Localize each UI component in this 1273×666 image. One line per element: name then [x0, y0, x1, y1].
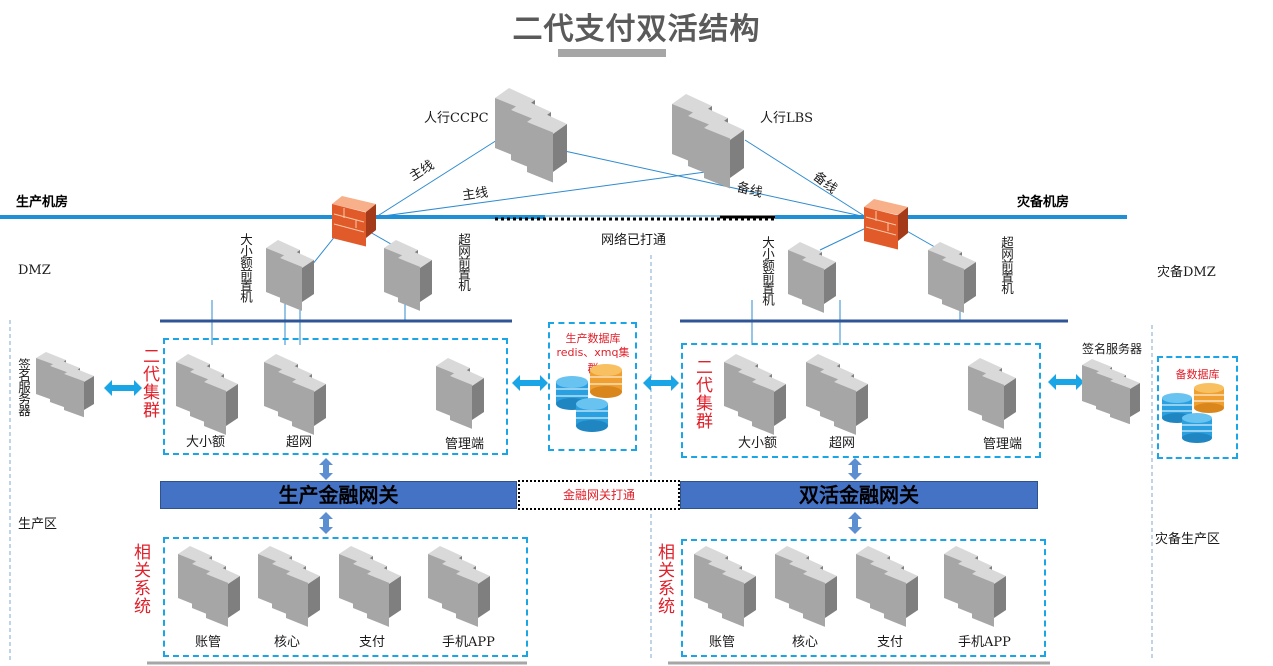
backup-zone-label: 灾备生产区: [1155, 532, 1221, 547]
core-server-icon: [258, 546, 320, 627]
front-super-server-icon: [384, 240, 432, 311]
backup-cluster-admin-server-icon: [968, 358, 1016, 429]
mobile-app-server-icon: [428, 546, 490, 627]
backup-sign-server-icon: [1082, 359, 1140, 425]
backup-front-super-server-icon: [928, 242, 976, 313]
backup-dmz-label: 灾备DMZ: [1157, 265, 1216, 280]
page-title: 二代支付双活结构: [512, 12, 761, 47]
backup-sign-server-label: 签名服务器: [1082, 342, 1143, 356]
backup-cluster-small-server-icon: [724, 354, 786, 435]
front-super-label: 超网前置机: [456, 233, 471, 291]
backup-account-server-icon: [694, 546, 756, 627]
gateway-link-label: 金融网关打通: [518, 480, 680, 510]
double-arrow-icon: [1048, 374, 1084, 390]
production-cluster-label: 二代集群: [139, 347, 159, 419]
related-item-label: 手机APP: [442, 635, 495, 650]
backup-related-item-label: 账管: [709, 635, 736, 650]
backup-gateway: 双活金融网关: [680, 481, 1038, 509]
lbs-server-icon: [672, 94, 744, 189]
backup-firewall-icon: [864, 199, 908, 250]
title-underline: [558, 49, 666, 57]
backup-front-small-server-icon: [788, 242, 836, 313]
double-arrow-icon: [512, 375, 548, 391]
front-small-label: 大小额前置机: [238, 233, 253, 302]
production-cluster-box: [163, 338, 508, 455]
production-firewall-icon: [332, 196, 376, 247]
backup-room-label: 灾备机房: [1017, 195, 1070, 210]
related-systems-label: 相关系统: [130, 543, 150, 615]
production-gateway: 生产金融网关: [160, 481, 517, 509]
cluster-item-label: 管理端: [445, 437, 485, 452]
cluster-item-label: 大小额: [186, 435, 226, 450]
related-item-label: 账管: [195, 635, 222, 650]
backup-cluster-item-label: 大小额: [738, 436, 778, 451]
backup-related-systems-box: [681, 539, 1046, 657]
backup-db-box: [1157, 356, 1238, 459]
backup-cluster-item-label: 超网: [829, 436, 856, 451]
database-icon: [556, 364, 622, 432]
main-line-label: 主线: [461, 185, 490, 204]
cluster-admin-server-icon: [436, 358, 484, 429]
production-db-box: [548, 322, 637, 451]
double-arrow-icon: [643, 375, 679, 391]
ccpc-label: 人行CCPC: [424, 111, 489, 126]
sign-server-icon: [36, 352, 94, 418]
related-systems-box: [163, 537, 528, 657]
backup-related-systems-label: 相关系统: [654, 543, 674, 615]
production-room-label: 生产机房: [16, 195, 69, 210]
payment-server-icon: [339, 546, 401, 627]
backup-front-small-label: 大小额前置机: [760, 236, 775, 305]
vertical-arrow-icon: [848, 458, 862, 480]
backup-related-item-label: 支付: [877, 635, 904, 650]
backup-database-icon: [1162, 383, 1224, 443]
cluster-item-label: 超网: [286, 435, 313, 450]
production-zone-label: 生产区: [18, 517, 58, 532]
vertical-arrow-icon: [319, 512, 333, 534]
account-server-icon: [178, 546, 240, 627]
backup-db-title: 备数据库: [1175, 368, 1220, 381]
double-arrow-icon: [104, 380, 142, 396]
lbs-label: 人行LBS: [760, 111, 814, 126]
backup-payment-server-icon: [856, 546, 918, 627]
related-item-label: 核心: [274, 635, 301, 650]
backup-cluster-item-label: 管理端: [983, 437, 1023, 452]
backup-cluster-label: 二代集群: [692, 358, 712, 430]
backup-cluster-super-server-icon: [806, 354, 868, 435]
related-item-label: 支付: [359, 635, 386, 650]
backup-front-super-label: 超网前置机: [999, 236, 1014, 294]
dmz-label: DMZ: [18, 263, 51, 278]
backup-cluster-box: [681, 343, 1041, 458]
backup-mobile-app-server-icon: [944, 546, 1006, 627]
ccpc-server-icon: [495, 88, 567, 183]
cluster-super-server-icon: [264, 354, 326, 435]
cluster-small-server-icon: [176, 354, 238, 435]
sign-server-label: 签名服务器: [16, 358, 31, 416]
network-connected-label: 网络已打通: [601, 233, 667, 248]
production-db-title: 生产数据库: [565, 332, 621, 345]
vertical-arrow-icon: [848, 512, 862, 534]
backup-related-item-label: 手机APP: [958, 635, 1011, 650]
backup-core-server-icon: [775, 546, 837, 627]
front-small-server-icon: [266, 240, 314, 311]
vertical-arrow-icon: [319, 458, 333, 480]
backup-related-item-label: 核心: [792, 635, 819, 650]
